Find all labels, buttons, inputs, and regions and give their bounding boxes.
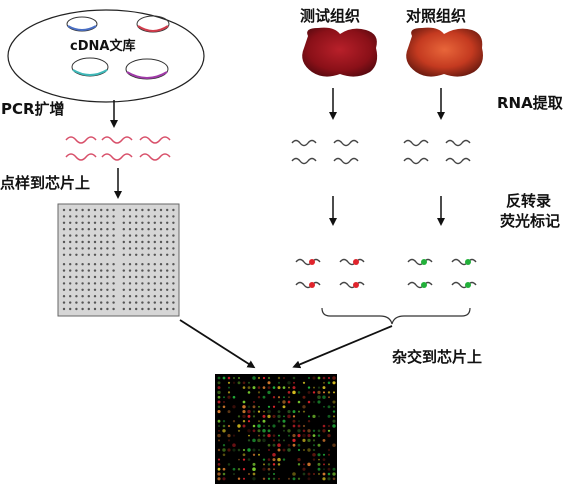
test-tissue-image — [302, 27, 378, 77]
spotted-chip — [57, 203, 180, 317]
test-rna-strands — [291, 139, 359, 165]
spotting-label: 点样到芯片上 — [0, 174, 90, 192]
library-clone-purple — [125, 58, 169, 80]
chip-spots — [62, 208, 175, 311]
control-tissue-image — [406, 27, 483, 77]
library-clone-cyan — [71, 57, 109, 77]
array-spots — [217, 376, 336, 481]
reverse-label-line1: 反转录 — [506, 192, 551, 210]
sample-brace — [321, 307, 471, 325]
reverse-label-line2: 荧光标记 — [500, 212, 560, 230]
hybridize-label: 杂交到芯片上 — [392, 348, 482, 366]
library-label: cDNA文库 — [70, 38, 135, 54]
hybridized-microarray — [215, 374, 337, 484]
arrow-samples-to-result — [292, 325, 393, 369]
control-tissue-label: 对照组织 — [406, 7, 466, 25]
pcr-products — [65, 136, 171, 161]
library-clone-red — [136, 15, 170, 33]
test-labeled-cdna — [295, 258, 365, 289]
rna-label: RNA提取 — [497, 94, 564, 112]
cdna-library: cDNA文库 — [7, 9, 205, 103]
library-clone-blue — [66, 16, 98, 32]
arrow-chip-to-result — [179, 319, 256, 369]
control-labeled-cdna — [407, 258, 477, 289]
test-tissue-label: 测试组织 — [300, 7, 360, 25]
control-rna-strands — [403, 139, 471, 165]
pcr-label: PCR扩增 — [1, 100, 65, 118]
